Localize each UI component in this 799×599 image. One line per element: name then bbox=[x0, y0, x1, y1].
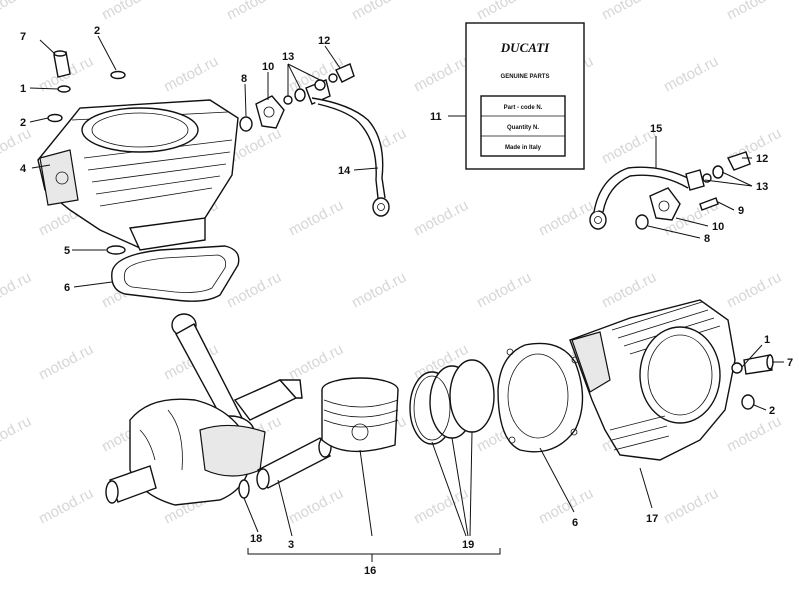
watermark-text: motod.ru bbox=[661, 485, 721, 528]
watermark-text: motod.ru bbox=[724, 0, 784, 24]
callout-7-upper: 7 bbox=[20, 31, 26, 43]
package-part-code: Part - code N. bbox=[504, 105, 543, 111]
callout-1-upper: 1 bbox=[20, 83, 26, 95]
watermark-text: motod.ru bbox=[349, 0, 409, 24]
watermark-text: motod.ru bbox=[536, 197, 596, 240]
watermark-text: motod.ru bbox=[224, 0, 284, 24]
callout-13-right: 13 bbox=[756, 181, 768, 193]
genuine-parts-package: DUCATI GENUINE PARTS Part - code N. Quan… bbox=[465, 22, 585, 170]
callout-2-upper: 2 bbox=[94, 25, 100, 37]
watermark-text: motod.ru bbox=[0, 0, 34, 24]
watermark-text: motod.ru bbox=[286, 341, 346, 384]
watermark-text: motod.ru bbox=[0, 269, 34, 312]
watermark-text: motod.ru bbox=[474, 0, 534, 24]
watermark-text: motod.ru bbox=[286, 485, 346, 528]
callout-9: 9 bbox=[738, 205, 744, 217]
callout-3: 3 bbox=[288, 539, 294, 551]
piston bbox=[321, 377, 399, 453]
callout-8-upper: 8 bbox=[241, 73, 247, 85]
watermark-text: motod.ru bbox=[599, 0, 659, 24]
callout-10-upper: 10 bbox=[262, 61, 274, 73]
gasket-lower bbox=[497, 342, 584, 453]
callout-19: 19 bbox=[462, 539, 474, 551]
callout-16: 16 bbox=[364, 565, 376, 577]
watermark-text: motod.ru bbox=[0, 413, 34, 456]
watermark-text: motod.ru bbox=[161, 53, 221, 96]
watermark-text: motod.ru bbox=[36, 341, 96, 384]
watermark-text: motod.ru bbox=[599, 269, 659, 312]
package-made-in: Made in Italy bbox=[505, 145, 542, 151]
watermark-text: motod.ru bbox=[224, 269, 284, 312]
watermark-text: motod.ru bbox=[411, 197, 471, 240]
watermark-text: motod.ru bbox=[0, 125, 34, 168]
callout-4: 4 bbox=[20, 163, 27, 175]
piston-rings bbox=[409, 359, 495, 445]
watermark-text: motod.ru bbox=[661, 53, 721, 96]
watermark-text: motod.ru bbox=[349, 269, 409, 312]
cylinder-right bbox=[569, 299, 774, 461]
cylinder-left bbox=[37, 50, 240, 302]
callout-12-right: 12 bbox=[756, 153, 768, 165]
callout-7-right: 7 bbox=[787, 357, 793, 369]
watermark-text: motod.ru bbox=[411, 53, 471, 96]
callout-1-right: 1 bbox=[764, 334, 770, 346]
watermark-text: motod.ru bbox=[411, 485, 471, 528]
package-brand: DUCATI bbox=[500, 40, 550, 55]
package-title: GENUINE PARTS bbox=[501, 74, 550, 80]
watermark-text: motod.ru bbox=[536, 485, 596, 528]
watermark-text: motod.ru bbox=[724, 413, 784, 456]
callout-15: 15 bbox=[650, 123, 662, 135]
callout-11: 11 bbox=[430, 111, 442, 123]
callout-6-lower: 6 bbox=[572, 517, 578, 529]
callout-2-right: 2 bbox=[769, 405, 775, 417]
watermark-text: motod.ru bbox=[474, 269, 534, 312]
callout-10-right: 10 bbox=[712, 221, 724, 233]
oil-line-right bbox=[589, 151, 751, 230]
package-quantity: Quantity N. bbox=[507, 125, 539, 131]
watermark-text: motod.ru bbox=[99, 0, 159, 24]
callout-8-right: 8 bbox=[704, 233, 710, 245]
callout-5: 5 bbox=[64, 245, 70, 257]
watermark-text: motod.ru bbox=[724, 269, 784, 312]
callout-2-left: 2 bbox=[20, 117, 26, 129]
callout-12-upper: 12 bbox=[318, 35, 330, 47]
leader-lines bbox=[29, 35, 784, 562]
callout-6-upper: 6 bbox=[64, 282, 70, 294]
callout-labels: 7 2 1 2 4 5 6 8 10 13 12 14 11 15 12 13 … bbox=[20, 25, 793, 577]
callout-18: 18 bbox=[250, 533, 262, 545]
watermark-text: motod.ru bbox=[286, 197, 346, 240]
callout-17: 17 bbox=[646, 513, 658, 525]
oil-line-upper bbox=[239, 63, 390, 217]
crankshaft bbox=[105, 313, 303, 506]
callout-14: 14 bbox=[338, 165, 351, 177]
watermark-text: motod.ru bbox=[36, 485, 96, 528]
callout-13-upper: 13 bbox=[282, 51, 294, 63]
